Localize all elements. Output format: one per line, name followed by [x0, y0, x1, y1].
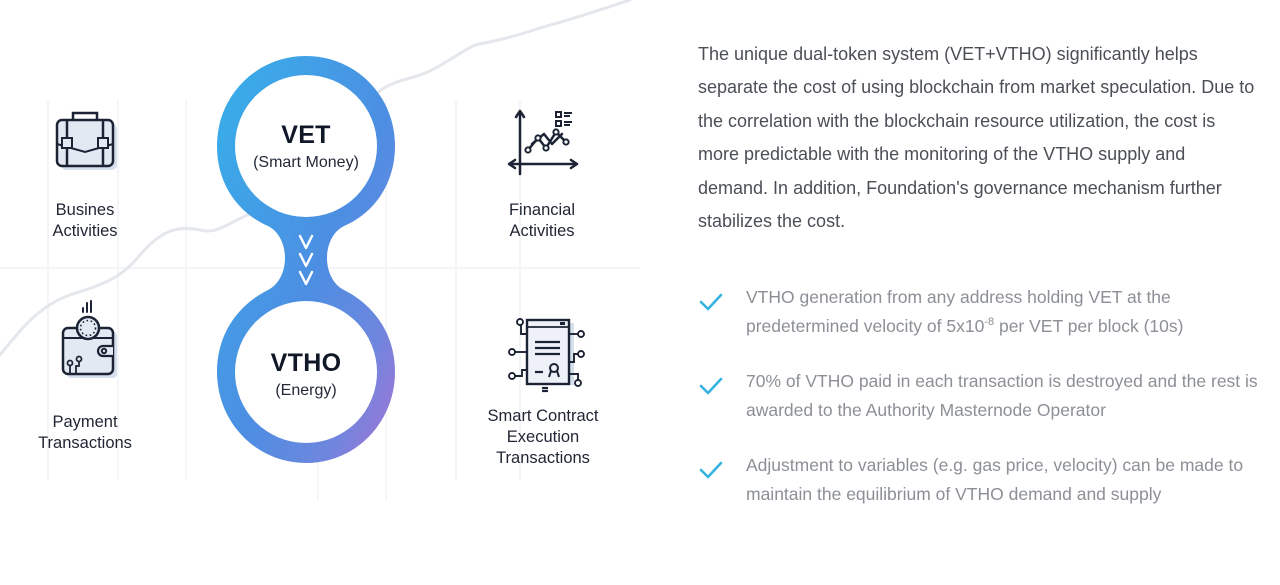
vtho-token-name: VTHO	[270, 349, 342, 377]
chart-icon	[507, 109, 579, 176]
checklist-item: 70% of VTHO paid in each transaction is …	[698, 367, 1258, 425]
smart-contract-transactions: Smart Contract Execution Transactions	[458, 318, 628, 469]
payment-transactions-label: Payment Transactions	[38, 413, 132, 452]
checklist-item: Adjustment to variables (e.g. gas price,…	[698, 451, 1258, 509]
wallet-coin-icon	[61, 300, 117, 378]
business-activities: Busines Activities	[0, 108, 170, 242]
contract-document-icon	[508, 318, 585, 393]
briefcase-icon	[55, 111, 117, 170]
description-panel: The unique dual-token system (VET+VTHO) …	[698, 38, 1258, 504]
business-activities-label: Busines Activities	[52, 201, 118, 240]
checkmark-icon	[699, 461, 723, 479]
vtho-token-subtitle: (Energy)	[275, 382, 337, 399]
checklist-item: VTHO generation from any address holding…	[698, 283, 1258, 341]
checkmark-icon	[699, 293, 723, 311]
flow-chevrons	[298, 234, 314, 286]
feature-checklist: VTHO generation from any address holding…	[698, 283, 1258, 509]
token-flow-shape	[217, 56, 395, 463]
vet-token: VET (Smart Money)	[226, 120, 386, 174]
intro-paragraph: The unique dual-token system (VET+VTHO) …	[698, 44, 1255, 232]
vtho-token: VTHO (Energy)	[226, 348, 386, 402]
payment-transactions: Payment Transactions	[0, 300, 170, 454]
vet-token-name: VET	[281, 121, 331, 149]
smart-contract-label: Smart Contract Execution Transactions	[487, 407, 599, 467]
checkmark-icon	[699, 377, 723, 395]
financial-activities-label: Financial Activities	[508, 201, 576, 240]
vet-token-subtitle: (Smart Money)	[253, 154, 359, 171]
financial-activities: Financial Activities	[457, 108, 627, 242]
dual-token-diagram: VET (Smart Money) VTHO (Energy) Busines …	[0, 0, 640, 500]
exponent: -8	[984, 316, 995, 329]
